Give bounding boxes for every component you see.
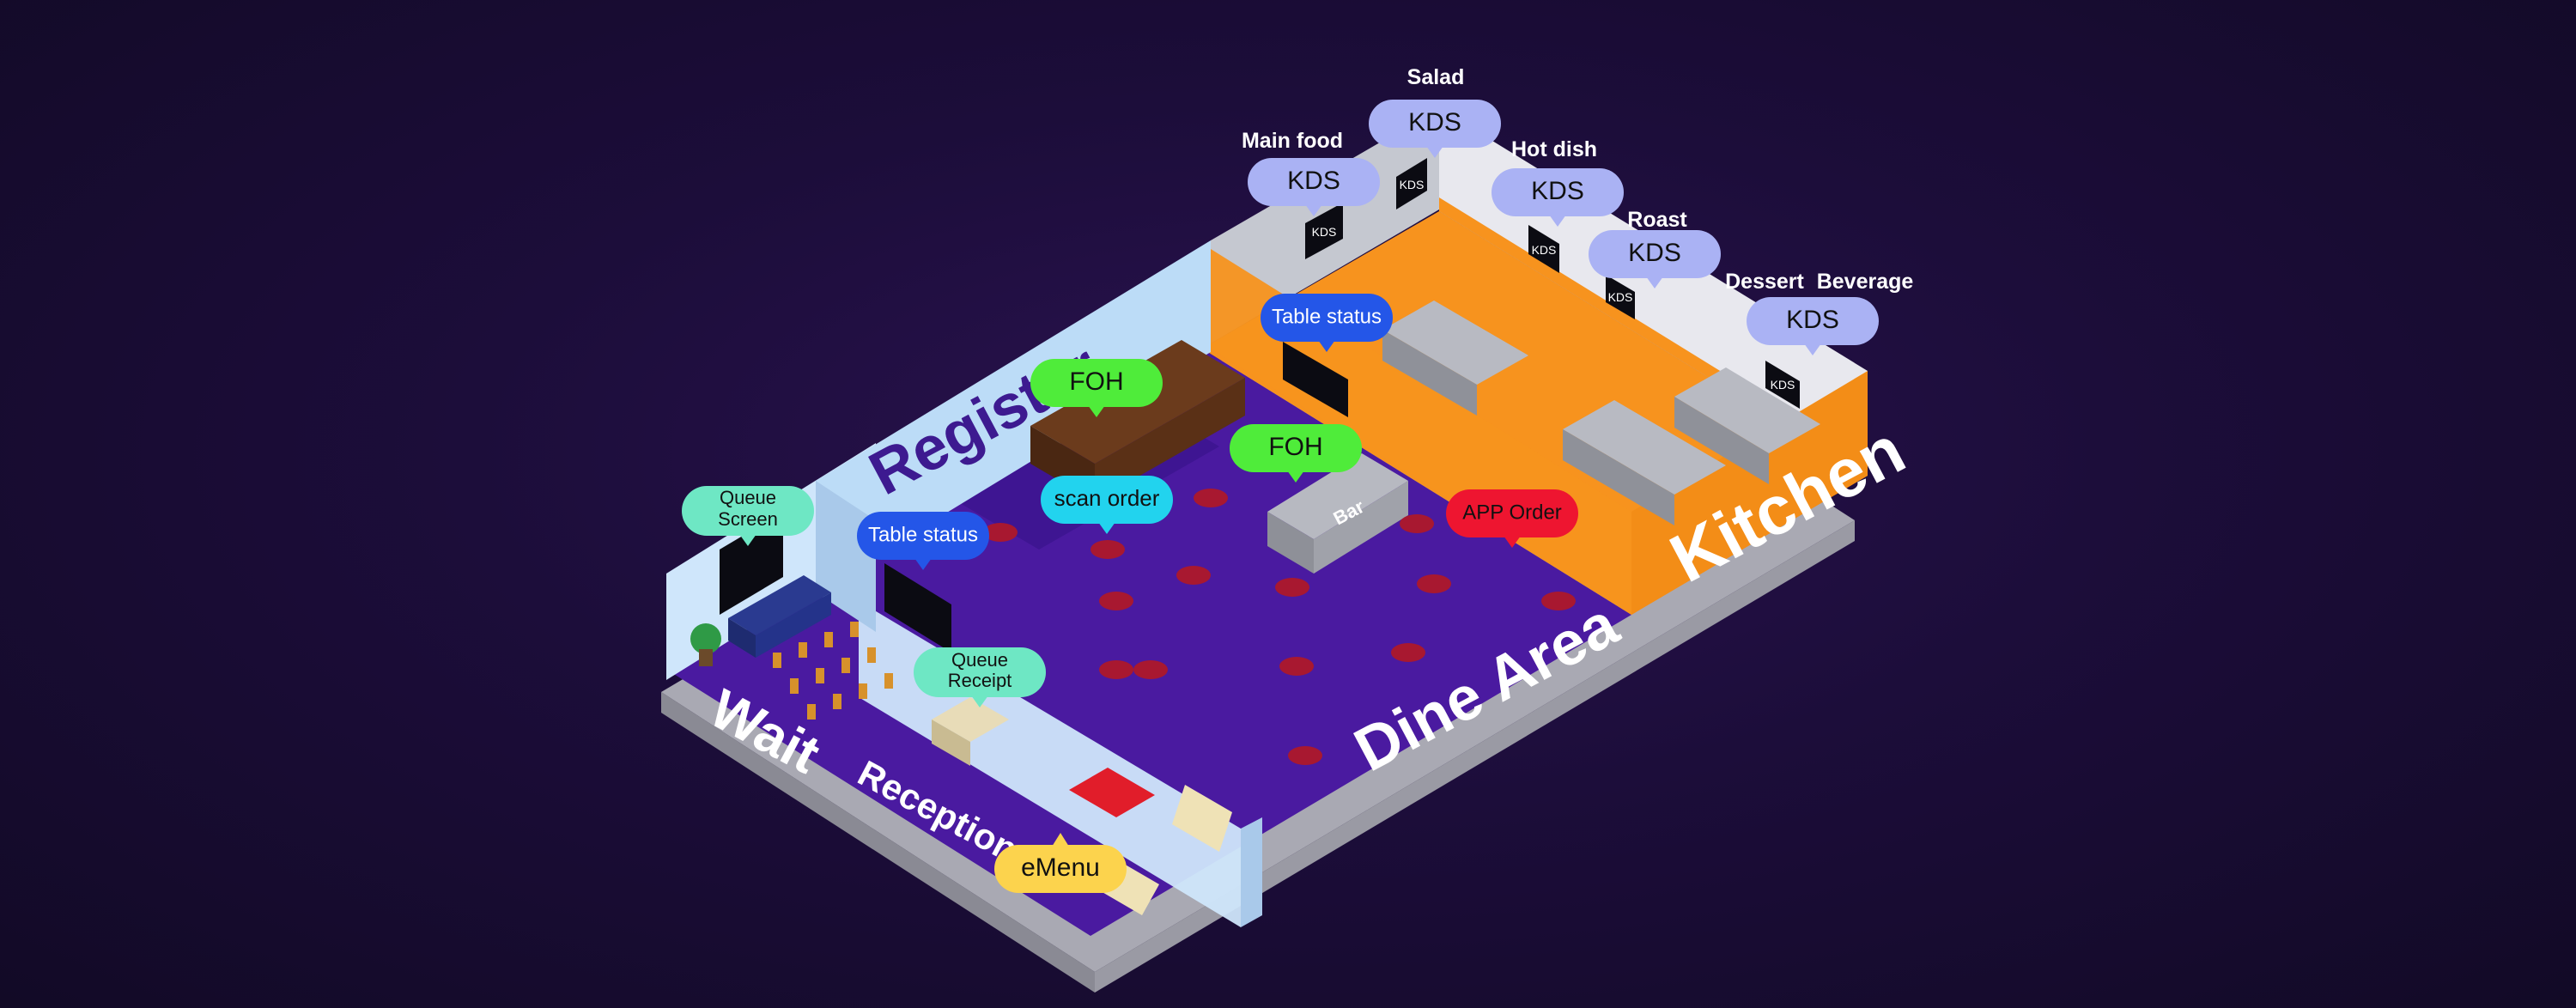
- kds-screen-dessert: [1765, 361, 1800, 409]
- app-order-label: APP Order: [1462, 501, 1562, 524]
- table-status-label: Table status: [868, 523, 978, 546]
- table-status-bubble-wait: Table status: [857, 512, 989, 570]
- bar-counter: [1267, 453, 1408, 574]
- kds-bubble-label: KDS: [1531, 177, 1584, 205]
- dining-table: [1391, 643, 1425, 662]
- queue-screen-bubble: Queue Screen: [682, 486, 814, 546]
- dining-table: [1288, 746, 1322, 765]
- kds-bubble-roast: KDS: [1589, 230, 1721, 288]
- station-salad: Salad: [1407, 65, 1465, 89]
- dining-table: [1541, 592, 1576, 610]
- kds-bubble-salad: KDS: [1369, 100, 1501, 158]
- foh-label: FOH: [1069, 367, 1123, 396]
- dining-table: [1417, 574, 1451, 593]
- reception-partition-side: [1241, 817, 1262, 927]
- scan-order-label: scan order: [1054, 485, 1160, 511]
- station-beverage: Beverage: [1817, 270, 1914, 294]
- kds-bubble-label: KDS: [1408, 108, 1461, 137]
- kds-bubble-label: KDS: [1628, 239, 1681, 267]
- reception-desk: [932, 697, 1009, 766]
- station-dessert: Dessert: [1725, 270, 1804, 294]
- red-carpet: [1069, 768, 1155, 817]
- table-status-display-wait: [884, 563, 951, 653]
- kds-screen-label: KDS: [1532, 243, 1557, 257]
- kds-bubble-label: KDS: [1786, 306, 1839, 334]
- dining-table: [1099, 660, 1133, 679]
- kds-screen-roast: [1606, 275, 1635, 319]
- dining-table: [1176, 566, 1211, 585]
- kds-screen-main-food: [1305, 203, 1343, 259]
- queue-receipt-bubble: Queue Receipt: [914, 647, 1046, 707]
- kds-screen-salad: [1396, 158, 1427, 209]
- wait-chairs: [773, 622, 893, 720]
- kds-bubble-hot-dish: KDS: [1492, 168, 1624, 227]
- foh-bubble-bar: FOH: [1230, 424, 1362, 483]
- plant-icon: [690, 623, 721, 666]
- kds-bubble-main-food: KDS: [1248, 158, 1380, 216]
- kitchen-counters: [1382, 301, 1820, 525]
- queue-receipt-label-2: Receipt: [948, 670, 1012, 691]
- dining-table: [1099, 592, 1133, 610]
- kds-screen-label: KDS: [1608, 290, 1633, 304]
- scan-order-bubble: scan order: [1041, 476, 1173, 534]
- wait-sofa: [728, 575, 831, 658]
- dining-table: [1091, 540, 1125, 559]
- kds-bubble-dessert-beverage: KDS: [1747, 297, 1879, 355]
- dining-tables: [983, 489, 1576, 765]
- kds-screen-hot-dish: [1528, 225, 1559, 273]
- kds-screen-label: KDS: [1312, 225, 1337, 239]
- station-roast: Roast: [1627, 208, 1687, 232]
- queue-screen-label-1: Queue: [720, 487, 776, 508]
- dining-table: [1400, 514, 1434, 533]
- emenu-bubble: eMenu: [994, 833, 1127, 893]
- dining-table: [1275, 578, 1309, 597]
- station-hot-dish: Hot dish: [1511, 137, 1597, 161]
- station-main-food: Main food: [1242, 129, 1343, 153]
- table-status-bubble-kitchen: Table status: [1261, 294, 1393, 352]
- table-status-display-kitchen: [1283, 342, 1348, 417]
- app-order-bubble: APP Order: [1446, 489, 1578, 548]
- register-back-wall: [816, 240, 1211, 592]
- dining-table: [1133, 660, 1168, 679]
- kitchen-partition-front: [1631, 371, 1868, 615]
- queue-receipt-label-1: Queue: [951, 649, 1008, 671]
- kds-screen-label: KDS: [1400, 178, 1425, 191]
- foh-bubble-register: FOH: [1030, 359, 1163, 417]
- screens: KDS KDS KDS KDS KDS: [720, 158, 1800, 653]
- kds-bubble-label: KDS: [1287, 167, 1340, 195]
- dining-table: [1194, 489, 1228, 507]
- dining-table: [983, 523, 1018, 542]
- foh-label: FOH: [1268, 433, 1322, 461]
- queue-screen-display: [720, 512, 783, 615]
- kds-screen-label: KDS: [1771, 378, 1795, 392]
- dining-table: [1279, 657, 1314, 676]
- table-status-label: Table status: [1272, 305, 1382, 328]
- emenu-label: eMenu: [1021, 853, 1100, 882]
- queue-screen-label-2: Screen: [718, 508, 778, 530]
